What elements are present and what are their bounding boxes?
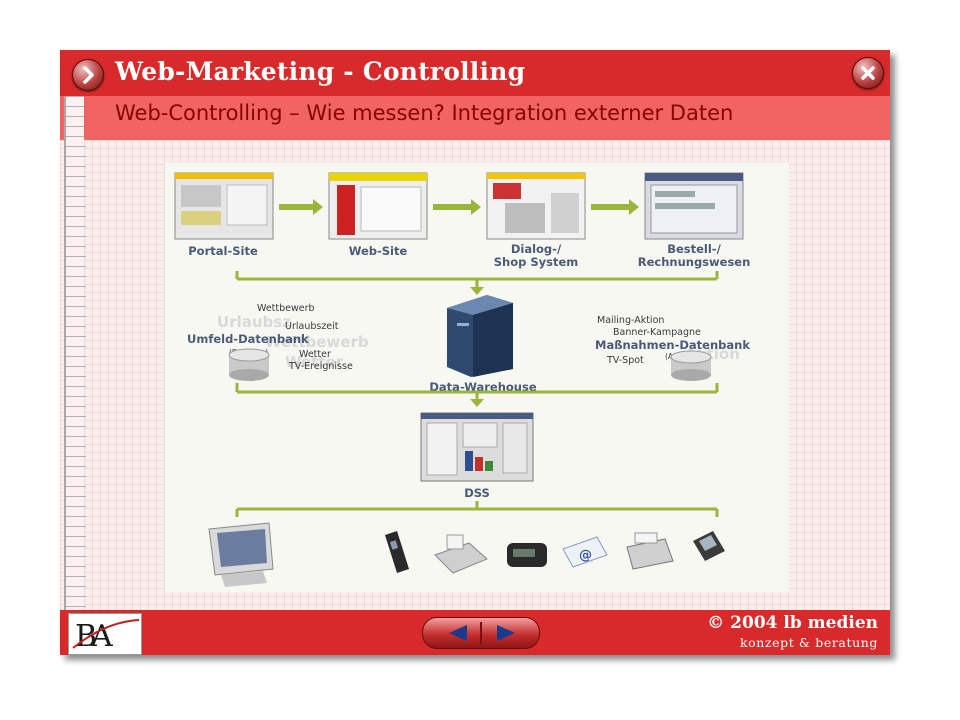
arrow-left-icon[interactable] (445, 623, 479, 643)
integration-diagram: Portal-Site Web-Site Dialog-/Shop System… (165, 163, 789, 592)
massnahmen-item-mailing: Mailing-Aktion (597, 315, 664, 326)
massnahmen-title: Maßnahmen-Datenbank (595, 338, 750, 352)
database-cylinder-right-icon (670, 350, 712, 381)
umfeld-title: Umfeld-Datenbank (187, 332, 309, 346)
collector-line-middle (235, 383, 719, 401)
vertical-ruler (64, 96, 86, 621)
database-cylinder-left-icon (228, 348, 270, 381)
close-icon (861, 66, 875, 80)
chevron-right-icon (83, 66, 94, 84)
collector-line-bottom (235, 501, 719, 517)
tagline-text: konzept & beratung (740, 635, 878, 650)
label-portal-site: Portal-Site (188, 244, 258, 258)
close-button[interactable] (852, 57, 884, 89)
screenshot-portal-site (174, 172, 274, 240)
label-web-site: Web-Site (349, 244, 408, 258)
slide-window: Web-Marketing - Controlling Web-Controll… (60, 50, 890, 655)
label-shop-system: Dialog-/Shop System (494, 242, 579, 269)
flow-arrows (279, 199, 639, 215)
label-dss: DSS (464, 486, 490, 500)
monitor-icon (208, 522, 274, 587)
ghost-text-3: Wetter (285, 353, 344, 371)
umfeld-item-tv: TV-Ereignisse (288, 361, 353, 372)
umfeld-datenbank: Urlaubsz Wettbewerb Wetter Wettbewerb Ur… (187, 303, 369, 381)
umfeld-item-wetter: Wetter (299, 349, 331, 360)
pager-icon (507, 543, 547, 567)
ghost-text-1: Urlaubsz (217, 313, 291, 331)
footer-bar: BA © 2004 lb medien konzept & beratung (60, 610, 890, 655)
screenshot-billing (644, 172, 744, 240)
svg-text:@: @ (579, 548, 592, 563)
massnahmen-item-banner: Banner-Kampagne (613, 327, 701, 338)
page-title: Web-Marketing - Controlling (115, 57, 526, 86)
collector-line-top (235, 271, 719, 289)
slide-navigation (422, 617, 540, 649)
label-billing: Bestell-/Rechnungswesen (638, 242, 751, 269)
printer-icon (626, 532, 674, 570)
server-icon (447, 295, 513, 377)
mobile-phone-icon (385, 531, 409, 573)
massnahmen-datenbank: Aktion Mailing-Aktion Banner-Kampagne Ma… (595, 315, 750, 381)
ba-logo-mark: BA (72, 619, 140, 654)
screenshot-web-site (328, 172, 428, 240)
umfeld-item-wettbewerb: Wettbewerb (257, 303, 315, 314)
title-bar: Web-Marketing - Controlling (60, 50, 890, 96)
dss-screenshot (420, 412, 534, 482)
next-slide-button[interactable] (72, 59, 104, 91)
page-subtitle: Web-Controlling – Wie messen? Integratio… (115, 101, 734, 125)
diagram-canvas: Portal-Site Web-Site Dialog-/Shop System… (174, 172, 751, 587)
email-icon: @ (562, 536, 608, 568)
copyright-text: © 2004 lb medien (707, 613, 878, 633)
screenshot-shop-system (486, 172, 586, 240)
fax-icon (434, 534, 488, 574)
massnahmen-item-tv: TV-Spot (606, 355, 644, 366)
pda-icon (693, 531, 725, 561)
svg-text:BA: BA (75, 619, 113, 654)
ghost-text-2: Wettbewerb (265, 333, 369, 351)
arrow-right-icon[interactable] (485, 623, 519, 643)
subtitle-bar: Web-Controlling – Wie messen? Integratio… (60, 96, 890, 140)
nav-divider (480, 622, 482, 644)
umfeld-item-urlaubszeit: Urlaubszeit (285, 321, 339, 332)
ba-logo: BA (68, 613, 142, 655)
